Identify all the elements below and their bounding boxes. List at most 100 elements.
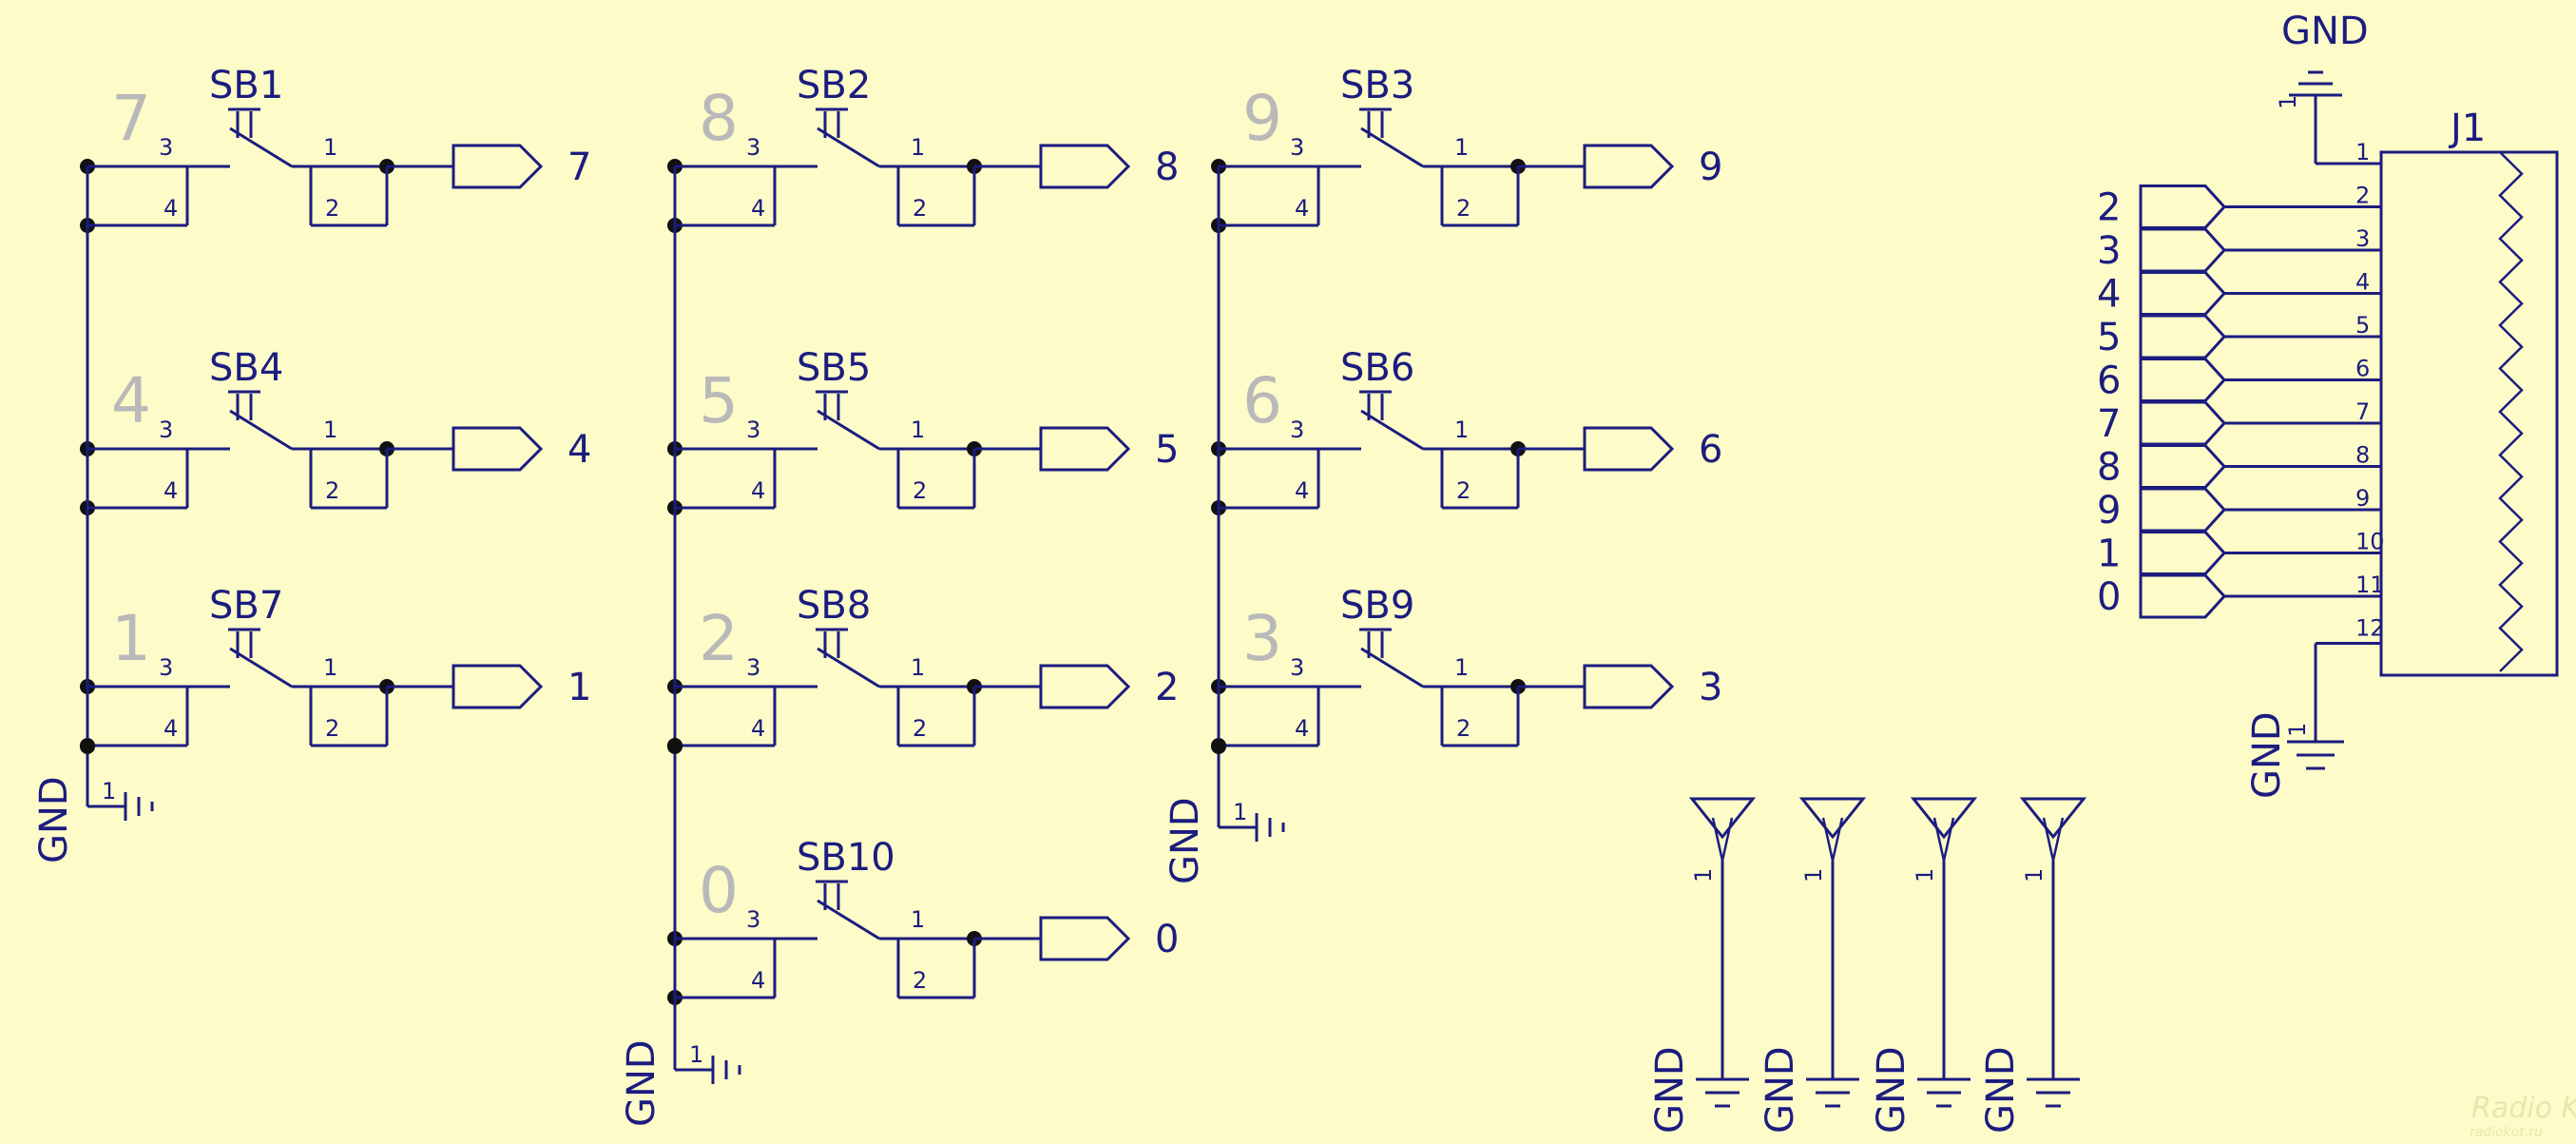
switch-ref: SB1 [209, 64, 283, 107]
input-port [2139, 314, 2227, 359]
switch-lever [229, 409, 293, 451]
ground-label: GND [1870, 1046, 1913, 1134]
key-legend: 0 [699, 854, 739, 927]
pin-number: 2 [1456, 715, 1471, 742]
connector-pin-number: 12 [2355, 615, 2385, 642]
pin-number: 4 [751, 967, 765, 994]
ground-label: GND [1648, 1046, 1692, 1134]
pin-number: 1 [1454, 654, 1469, 681]
switch-ref: SB9 [1340, 584, 1414, 628]
pin-number: 3 [1290, 417, 1304, 443]
input-port [2139, 227, 2227, 273]
output-port [1583, 664, 1675, 709]
ground-pin: 1 [689, 1041, 703, 1068]
key-legend: 1 [111, 602, 151, 675]
net-label: 6 [2097, 359, 2121, 403]
ground-label: GND [2245, 711, 2289, 799]
ground-pin: 1 [2021, 868, 2047, 882]
pin-number: 4 [751, 195, 765, 222]
switch-lever [1360, 647, 1424, 688]
input-port [2139, 400, 2227, 446]
switch-ref: SB3 [1340, 64, 1414, 107]
pin-number: 2 [325, 477, 339, 504]
antenna-triangle [1798, 797, 1867, 840]
input-port [2139, 487, 2227, 533]
output-port [452, 664, 544, 709]
net-label: 9 [2097, 489, 2121, 533]
pin-number: 4 [751, 715, 765, 742]
key-legend: 4 [111, 364, 151, 437]
connector-pin-number: 9 [2355, 485, 2370, 512]
pin-number: 4 [1295, 715, 1309, 742]
junction-dot [667, 738, 682, 753]
ground-pin: 1 [2284, 723, 2311, 737]
net-label: 3 [2097, 229, 2121, 273]
connector-pin-number: 7 [2355, 398, 2370, 425]
net-label: 1 [2097, 533, 2121, 576]
connector-pin-number: 6 [2355, 356, 2370, 382]
pin-number: 1 [911, 417, 925, 443]
connector-pin-number: 10 [2355, 529, 2385, 555]
switch-lever [229, 126, 293, 168]
ground-label: GND [1979, 1046, 2023, 1134]
ground-label: GND [1759, 1046, 1802, 1134]
pin-number: 2 [1456, 195, 1471, 222]
input-port [2139, 271, 2227, 316]
pin-number: 2 [913, 477, 927, 504]
ground-label: GND [2281, 10, 2369, 53]
key-legend: 9 [1242, 82, 1282, 155]
connector-pin-number: 5 [2355, 312, 2370, 339]
key-legend: 3 [1242, 602, 1282, 675]
switch-ref: SB2 [797, 64, 871, 107]
input-port [2139, 444, 2227, 489]
pin-number: 3 [1290, 134, 1304, 161]
key-legend: 5 [699, 364, 739, 437]
pin-number: 1 [1454, 417, 1469, 443]
pin-number: 3 [746, 134, 760, 161]
switch-lever [817, 409, 880, 451]
output-port [452, 426, 544, 472]
net-label: 4 [567, 428, 591, 472]
pin-number: 3 [746, 906, 760, 933]
output-port [1583, 144, 1675, 189]
input-port [2139, 358, 2227, 402]
output-port [1039, 664, 1131, 709]
net-label: 0 [1155, 918, 1179, 961]
antenna-stem [2042, 817, 2065, 862]
antenna-stem [1711, 817, 1734, 862]
connector-pin-number: 1 [2355, 139, 2370, 165]
switch-ref: SB10 [797, 836, 895, 880]
watermark-text: radiokot.ru [2470, 1125, 2543, 1140]
connector-pin-number: 8 [2355, 442, 2370, 469]
pin-number: 4 [163, 195, 178, 222]
switch-ref: SB8 [797, 584, 871, 628]
output-port [1039, 916, 1131, 961]
connector-ref: J1 [2448, 107, 2486, 150]
net-label: 7 [2097, 402, 2121, 446]
output-port [452, 144, 544, 189]
pin-number: 1 [323, 134, 337, 161]
output-port [1583, 426, 1675, 472]
pin-number: 3 [159, 134, 173, 161]
ground-pin: 1 [1912, 868, 1938, 882]
pin-number: 3 [1290, 654, 1304, 681]
pin-number: 3 [746, 417, 760, 443]
net-label: 6 [1699, 428, 1722, 472]
connector-pin-number: 4 [2355, 269, 2370, 296]
output-port [1039, 426, 1131, 472]
switch-ref: SB5 [797, 346, 871, 390]
pin-number: 1 [323, 417, 337, 443]
pin-number: 4 [751, 477, 765, 504]
switch-ref: SB6 [1340, 346, 1414, 390]
junction-dot [80, 739, 95, 754]
